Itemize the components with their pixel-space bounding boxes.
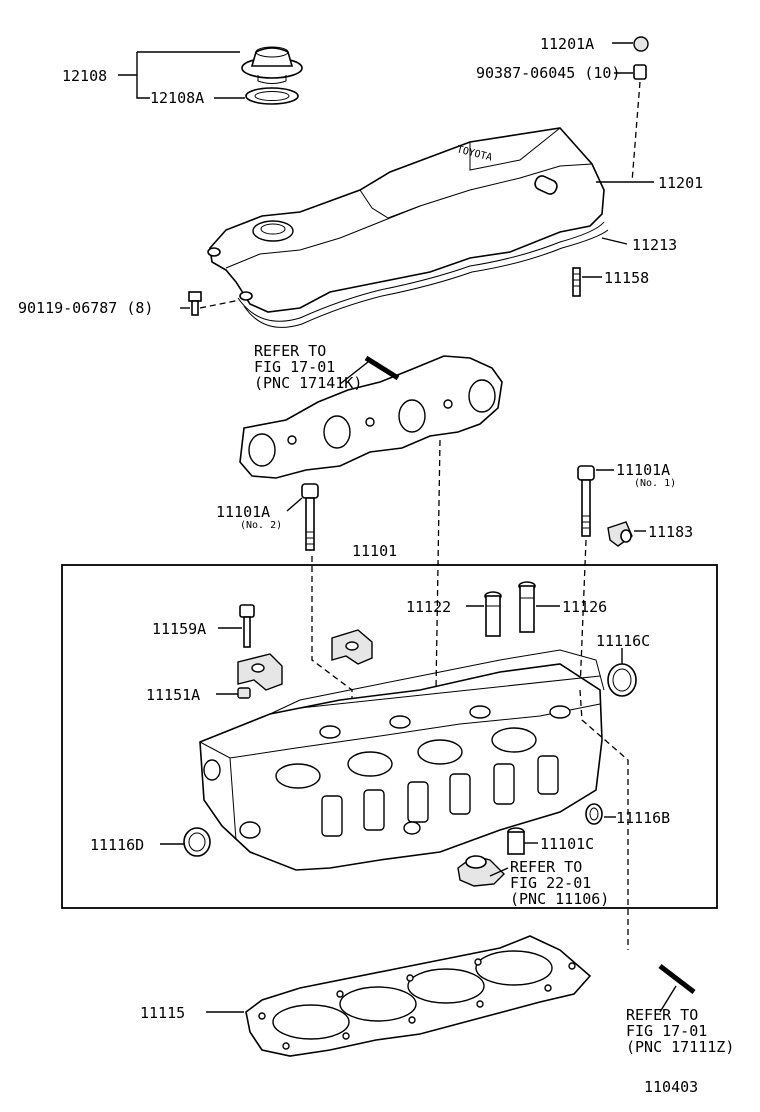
label-11101a-no2: 11101A: [216, 503, 270, 521]
stud-11158: [572, 267, 581, 297]
bearing-cap-center: [331, 629, 373, 665]
label-11158: 11158: [604, 269, 649, 287]
label-11115: 11115: [140, 1004, 185, 1022]
valve-guide-11122: [484, 591, 502, 637]
label-90119-06787: 90119-06787 (8): [18, 299, 153, 317]
label-refer-17141k-line2: FIG 17-01: [254, 358, 335, 376]
label-11183: 11183: [648, 523, 693, 541]
plug-11116d: [183, 827, 211, 857]
bearing-cap-left: [237, 653, 283, 691]
oil-filler-cap-gasket: [245, 87, 299, 105]
head-assembly-box: [61, 564, 718, 909]
label-refer-17111z-line1: REFER TO: [626, 1006, 698, 1024]
cover-bolt-90119: [188, 291, 202, 316]
label-90387-06045: 90387-06045 (10): [476, 64, 621, 82]
label-refer-17111z-line3: (PNC 17111Z): [626, 1038, 734, 1056]
seal-washer-11201a: [633, 36, 649, 52]
label-11201: 11201: [658, 174, 703, 192]
cylinder-head: [199, 649, 605, 871]
cylinder-head-gasket: [245, 935, 592, 1057]
label-11122: 11122: [406, 598, 451, 616]
label-11116d: 11116D: [90, 836, 144, 854]
manifold-gasket: [239, 355, 503, 479]
label-11101c: 11101C: [540, 835, 594, 853]
label-12108a: 12108A: [150, 89, 204, 107]
label-refer-11106-line2: FIG 22-01: [510, 874, 591, 892]
head-bolt-no1: [577, 465, 595, 537]
oil-filler-cap: [241, 46, 303, 84]
label-11151a: 11151A: [146, 686, 200, 704]
label-11201a: 11201A: [540, 35, 594, 53]
label-refer-17141k-line3: (PNC 17141K): [254, 374, 362, 392]
cylinder-head-cover: TOYOTA: [207, 127, 605, 313]
plug-11116b: [585, 803, 603, 825]
label-refer-17111z-line2: FIG 17-01: [626, 1022, 707, 1040]
label-refer-11106-line1: REFER TO: [510, 858, 582, 876]
label-refer-11106-line3: (PNC 11106): [510, 890, 609, 908]
label-11116c: 11116C: [596, 632, 650, 650]
label-12108: 12108: [62, 67, 107, 85]
label-11159a: 11159A: [152, 620, 206, 638]
manifold-stud: [364, 355, 400, 381]
plug-11116c: [607, 663, 637, 697]
label-11101a-no1: 11101A: [616, 461, 670, 479]
head-cover-gasket: [237, 221, 609, 328]
head-stud: [658, 964, 696, 994]
label-11101: 11101: [352, 542, 397, 560]
label-11101a-no2-note: (No. 2): [240, 520, 282, 531]
label-refer-17141k-line1: REFER TO: [254, 342, 326, 360]
label-11101a-no1-note: (No. 1): [634, 478, 676, 489]
pin-11101c: [507, 827, 525, 855]
label-11126: 11126: [562, 598, 607, 616]
plug-11183: [607, 521, 633, 547]
sensor-housing: [457, 855, 505, 887]
valve-guide-11126: [518, 581, 536, 633]
label-11213: 11213: [632, 236, 677, 254]
label-11116b: 11116B: [616, 809, 670, 827]
nut-11151a: [237, 687, 251, 699]
cover-stud-90387: [633, 64, 647, 80]
head-bolt-no2: [301, 483, 319, 551]
figure-number: 110403: [644, 1078, 698, 1096]
bolt-11159a: [239, 604, 255, 648]
